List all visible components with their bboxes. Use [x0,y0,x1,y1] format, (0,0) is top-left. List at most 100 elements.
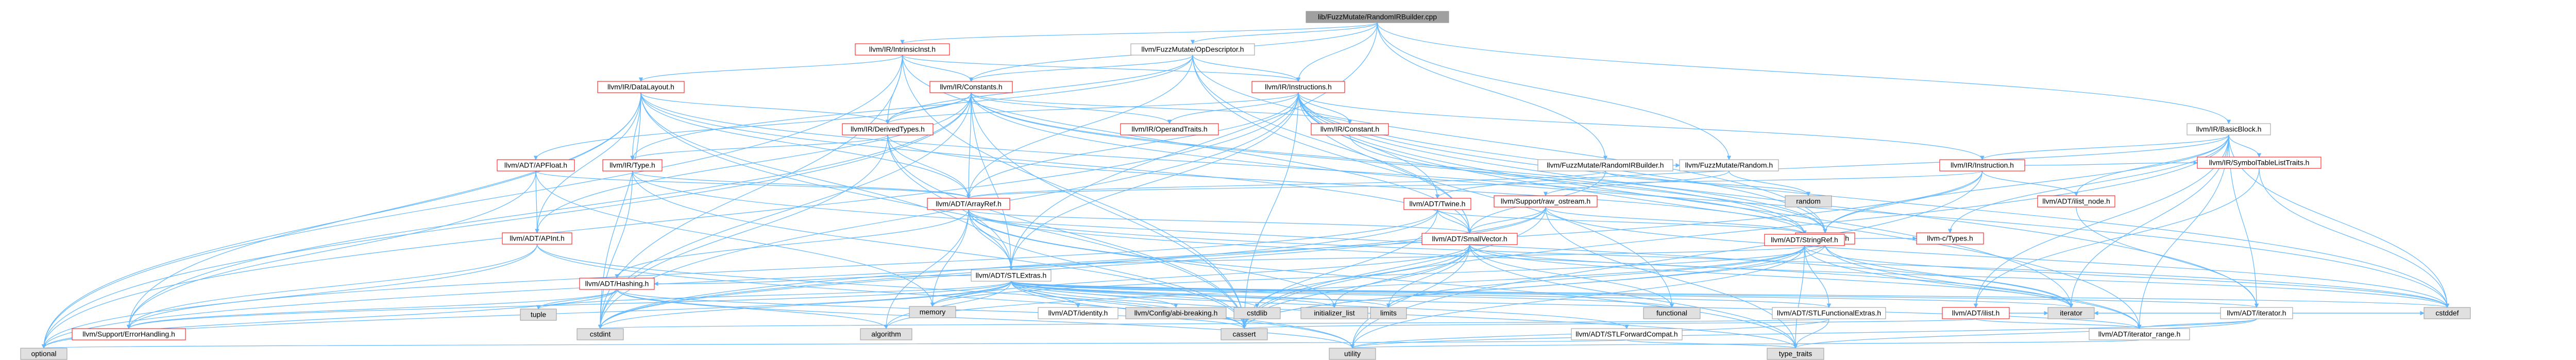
graph-node-ir-intrinsicinst[interactable]: llvm/IR/IntrinsicInst.h [855,43,950,56]
node-box [1221,328,1268,340]
node-label: llvm/IR/Constants.h [940,83,1002,91]
graph-node-ir-datalayout[interactable]: llvm/IR/DataLayout.h [597,81,685,93]
node-label: llvm/Support/ErrorHandling.h [82,330,175,338]
dependency-edge [1981,170,2079,196]
graph-node-cstddef: cstddef [2424,307,2471,319]
dependency-edge [1543,170,1730,196]
dependency-edge [1010,281,1391,308]
node-label: llvm/ADT/APFloat.h [504,161,567,169]
node-label: llvm/IR/SymbolTableListTraits.h [2209,159,2310,167]
dependency-edge [535,170,539,233]
dependency-edge [535,170,935,307]
dependency-edge [1824,244,2142,329]
graph-node-adt-stlextras[interactable]: llvm/ADT/STLExtras.h [971,269,1052,282]
graph-node-adt-stlfunctionalextras[interactable]: llvm/ADT/STLFunctionalExtras.h [1772,307,1886,319]
dependency-edge [640,92,890,124]
graph-node-support-raw-ostream[interactable]: llvm/Support/raw_ostream.h [1494,195,1598,208]
graph-node-ir-derivedtypes[interactable]: llvm/IR/DerivedTypes.h [842,123,934,135]
dependency-edge [535,92,972,233]
graph-node-adt-ilist-node[interactable]: llvm/ADT/ilist_node.h [2037,195,2115,208]
graph-node-adt-twine[interactable]: llvm/ADT/Twine.h [1403,198,1471,210]
dependency-edge [640,92,1013,270]
dependency-edge [1296,22,1378,82]
graph-node-adt-iterator[interactable]: llvm/ADT/iterator.h [2220,307,2293,319]
graph-node-fm-opdesc[interactable]: llvm/FuzzMutate/OpDescriptor.h [1130,43,1255,56]
dependency-edge [2137,318,2257,329]
dependency-edge [598,170,1983,329]
dependency-edge [1545,207,1807,235]
dependency-edge [598,209,1438,329]
graph-node-ir-basicblock[interactable]: llvm/IR/BasicBlock.h [2187,123,2271,135]
dependency-edge [126,170,536,329]
dependency-edge [971,92,1827,233]
dependency-edge [900,22,1378,44]
node-label: llvm/ADT/STLForwardCompat.h [1575,330,1677,338]
graph-node-root[interactable]: lib/FuzzMutate/RandomIRBuilder.cpp [1306,11,1449,23]
node-label: llvm/ADT/StringRef.h [1771,236,1838,244]
dependency-edge [1377,22,1608,160]
dependency-edge [638,55,903,82]
dependency-edge [598,134,888,329]
dependency-edge [1242,207,1546,329]
node-box [1038,307,1118,319]
graph-node-fm-random[interactable]: llvm/FuzzMutate/Random.h [1679,159,1779,172]
node-box [1537,159,1673,172]
node-box [497,159,575,172]
dependency-edge [1469,244,1798,349]
dependency-edge [967,170,1606,199]
node-box [597,81,685,93]
dependency-edge [41,244,538,349]
graph-node-adt-identity[interactable]: llvm/ADT/identity.h [1038,307,1118,319]
graph-node-ir-operandtraits[interactable]: llvm/IR/OperandTraits.h [1120,123,1219,135]
graph-node-llvm-c-types[interactable]: llvm-c/Types.h [1916,232,1984,245]
graph-node-adt-apfloat[interactable]: llvm/ADT/APFloat.h [497,159,575,172]
graph-node-ir-instructions[interactable]: llvm/IR/Instructions.h [1251,81,1345,93]
node-box [1251,81,1345,93]
dependency-edge [1010,281,2259,308]
dependency-edge [1332,244,1470,308]
node-box [2037,195,2115,208]
edge-layer [41,22,2450,349]
dependency-edge [630,134,888,160]
node-label: tuple [531,311,547,319]
node-box [1942,307,2010,319]
graph-node-adt-iterator-range[interactable]: llvm/ADT/iterator_range.h [2089,328,2190,340]
dependency-edge [640,92,1472,234]
graph-node-adt-smallvector[interactable]: llvm/ADT/SmallVector.h [1421,233,1518,245]
graph-node-adt-apint[interactable]: llvm/ADT/APInt.h [502,232,572,245]
node-label: iterator [2060,309,2082,317]
graph-node-initializer-list: initializer_list [1300,307,1368,319]
graph-node-adt-stlforwardcompat[interactable]: llvm/ADT/STLForwardCompat.h [1571,328,1683,340]
node-label: llvm/FuzzMutate/Random.h [1685,161,1773,169]
dependency-edge [902,55,1247,329]
dependency-edge [616,289,1355,349]
node-label: llvm/IR/DataLayout.h [607,83,674,91]
node-label: initializer_list [1314,309,1354,317]
node-label: llvm/ADT/ilist_node.h [2042,197,2110,205]
dependency-edge [127,281,1012,329]
dependency-edge [1009,22,1378,270]
graph-node-ir-constants[interactable]: llvm/IR/Constants.h [929,81,1013,93]
graph-node-memory: memory [909,306,956,318]
dependency-edge [41,92,972,349]
node-box [860,328,912,340]
graph-node-adt-stringref[interactable]: llvm/ADT/StringRef.h [1764,234,1845,246]
graph-node-adt-hashing[interactable]: llvm/ADT/Hashing.h [579,278,655,290]
node-box [971,269,1052,282]
graph-node-ir-instruction[interactable]: llvm/IR/Instruction.h [1939,159,2025,172]
graph-node-support-errorhandling[interactable]: llvm/Support/ErrorHandling.h [72,328,186,340]
graph-node-adt-arrayref[interactable]: llvm/ADT/ArrayRef.h [927,198,1010,210]
dependency-edge [1823,170,1983,233]
dependency-edge [1349,134,1827,233]
graph-node-ir-symboltablelisttraits[interactable]: llvm/IR/SymbolTableListTraits.h [2197,157,2321,169]
graph-node-ir-constant[interactable]: llvm/IR/Constant.h [1311,123,1389,135]
graph-node-adt-ilist[interactable]: llvm/ADT/ilist.h [1942,307,2010,319]
dependency-edge [1469,244,2074,308]
dependency-edge [969,55,1193,82]
dependency-edge [1010,281,1831,308]
graph-node-ir-type[interactable]: llvm/IR/Type.h [602,159,663,172]
dependency-edge [1973,168,2260,308]
dependency-edge [1242,209,1438,329]
dependency-edge [1010,281,1337,308]
graph-node-fm-randomirbuilder[interactable]: llvm/FuzzMutate/RandomIRBuilder.h [1537,159,1673,172]
